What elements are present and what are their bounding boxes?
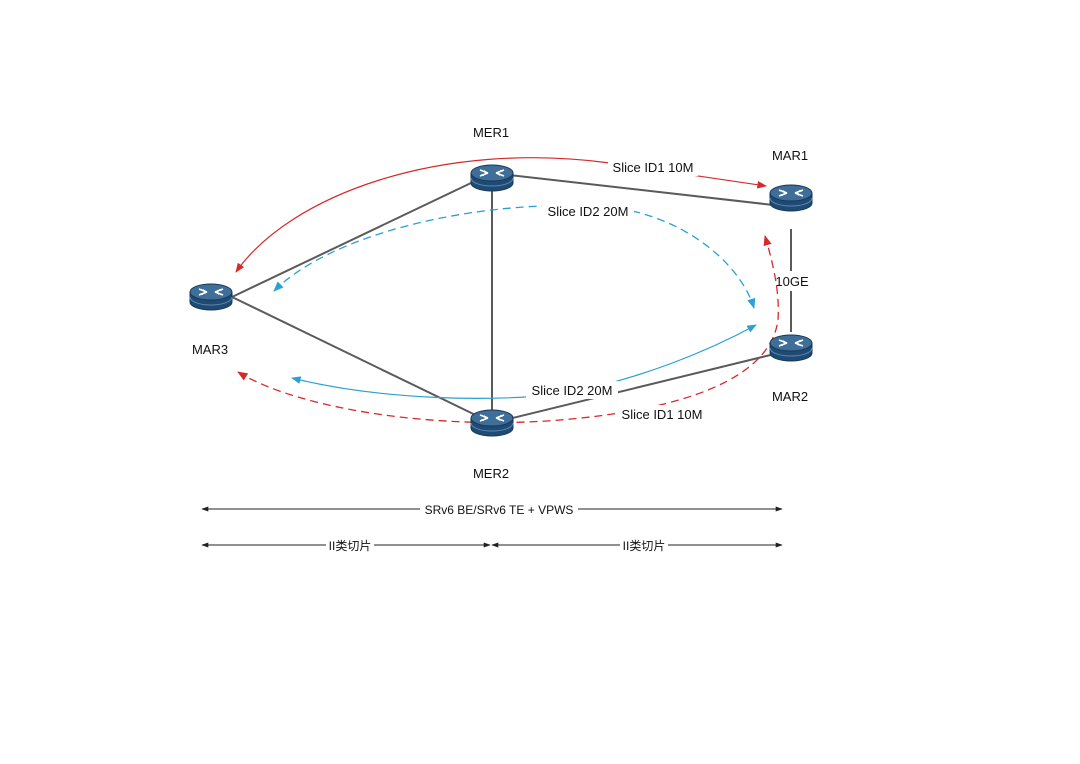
dimension-label-right: II类切片 <box>623 539 666 553</box>
flow-slice2-upper <box>273 204 756 309</box>
flow-label-slice1-upper: Slice ID1 10M <box>613 160 694 175</box>
dimension-segments: II类切片 II类切片 <box>201 537 783 554</box>
router-icon <box>470 409 514 437</box>
flow-slice2-lower <box>291 324 757 399</box>
flow-label-slice2-upper: Slice ID2 20M <box>548 204 629 219</box>
router-mar1 <box>769 184 813 212</box>
flow-label-slice1-lower: Slice ID1 10M <box>622 407 703 422</box>
link-label-10ge-group: 10GE <box>775 271 809 291</box>
flow-label-slice2-lower: Slice ID2 20M <box>532 383 613 398</box>
node-label-mer2: MER2 <box>473 466 509 481</box>
flow-slice1-lower <box>237 235 779 424</box>
node-labels: MER1 MAR1 MAR3 MAR2 MER2 <box>192 125 808 481</box>
dimension-label-left: II类切片 <box>329 539 372 553</box>
lower-flows <box>237 235 779 424</box>
router-mar2 <box>769 334 813 362</box>
dimension-overall: SRv6 BE/SRv6 TE + VPWS <box>201 500 783 518</box>
router-mar3 <box>189 283 233 311</box>
router-icon <box>470 164 514 192</box>
node-label-mar1: MAR1 <box>772 148 808 163</box>
node-label-mar3: MAR3 <box>192 342 228 357</box>
links <box>231 172 792 424</box>
dimension-label-overall: SRv6 BE/SRv6 TE + VPWS <box>425 503 574 517</box>
link-mer1-mar1 <box>491 172 792 208</box>
link-mar3-mer2 <box>231 296 493 424</box>
router-mer2 <box>470 409 514 437</box>
node-label-mer1: MER1 <box>473 125 509 140</box>
router-icon <box>769 184 813 212</box>
router-icon <box>769 334 813 362</box>
link-label-10ge: 10GE <box>775 274 809 289</box>
flow-labels: Slice ID1 10M Slice ID2 20M Slice ID2 20… <box>526 158 707 423</box>
router-mer1 <box>470 164 514 192</box>
node-label-mar2: MAR2 <box>772 389 808 404</box>
router-icon <box>189 283 233 311</box>
